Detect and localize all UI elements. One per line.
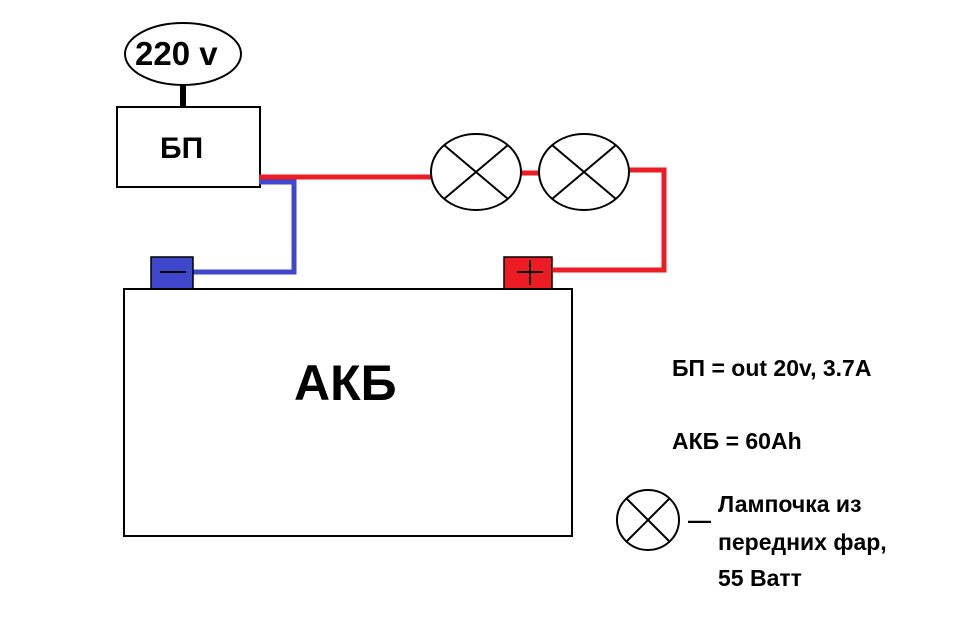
positive-terminal [503,256,553,290]
lamp-icon [616,489,680,551]
lamp-icon [538,133,630,211]
power-supply-label: БП [160,132,204,165]
negative-wire [193,179,297,275]
battery-spec: АКБ = 60Ah [672,428,802,454]
legend-line-2: передних фар, [718,529,887,555]
plus-sign-icon [517,260,543,285]
power-supply-spec: БП = out 20v, 3.7A [672,355,872,381]
lamp-icon [430,133,522,211]
battery-box [123,288,573,537]
legend-line-3: 55 Ватт [718,565,802,591]
mains-voltage-label: 220 v [135,35,218,72]
legend-line-1: Лампочка из [718,491,862,517]
battery-label: АКБ [294,355,397,411]
legend-dash: — [688,507,711,533]
power-supply-box [116,106,261,188]
negative-terminal [150,256,194,290]
positive-wire-lamp-to-battery [553,167,667,273]
